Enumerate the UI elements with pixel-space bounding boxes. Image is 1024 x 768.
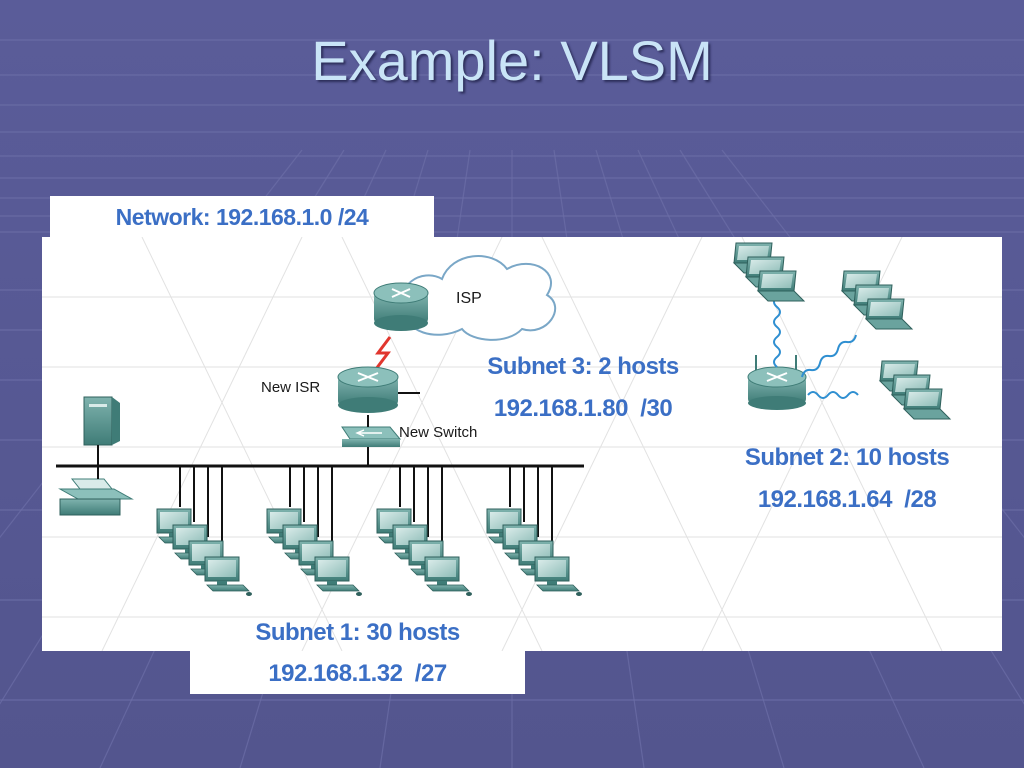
network-diagram: ISP New ISR New Switch: [42, 237, 1002, 651]
switch-label: New Switch: [399, 424, 477, 441]
subnet1-address: 192.168.1.32 /27: [268, 660, 447, 687]
laptop-icon: [865, 298, 913, 330]
pc-icon: [204, 556, 253, 597]
subnet1-title: Subnet 1: 30 hosts: [255, 619, 460, 646]
slide-title: Example: VLSM: [311, 29, 713, 92]
pc-group-3: [376, 508, 473, 597]
wireless-router-icon: [747, 355, 807, 410]
isp-router-icon: [373, 282, 429, 331]
laptop-icon: [903, 388, 951, 420]
network-label-panel: [50, 196, 434, 244]
subnet2-title: Subnet 2: 10 hosts: [744, 444, 950, 471]
pc-group-1: [156, 508, 253, 597]
pc-icon: [534, 556, 583, 597]
serial-link-icon: [374, 336, 392, 370]
pc-group-2: [266, 508, 363, 597]
subnet1-label-panel: [190, 612, 525, 694]
isr-router-icon: [337, 366, 399, 413]
isr-label: New ISR: [261, 379, 320, 396]
subnet2-address: 192.168.1.64 /28: [757, 486, 937, 513]
isp-cloud-icon: [401, 255, 557, 341]
laptop-icon: [757, 270, 805, 302]
server-icon: [83, 396, 120, 446]
printer-icon: [58, 478, 134, 516]
switch-icon: [341, 426, 402, 447]
laptop-group-top: [733, 242, 805, 302]
laptop-group-middle: [841, 270, 913, 330]
subnet3-title: Subnet 3: 2 hosts: [487, 353, 679, 380]
laptop-group-bottom: [879, 360, 951, 420]
isp-label: ISP: [456, 290, 482, 307]
pc-icon: [424, 556, 473, 597]
network-label: Network: 192.168.1.0 /24: [115, 204, 369, 230]
subnet3-address: 192.168.1.80 /30: [493, 395, 673, 422]
wireless-link-icon: [773, 296, 859, 399]
pc-icon: [314, 556, 363, 597]
